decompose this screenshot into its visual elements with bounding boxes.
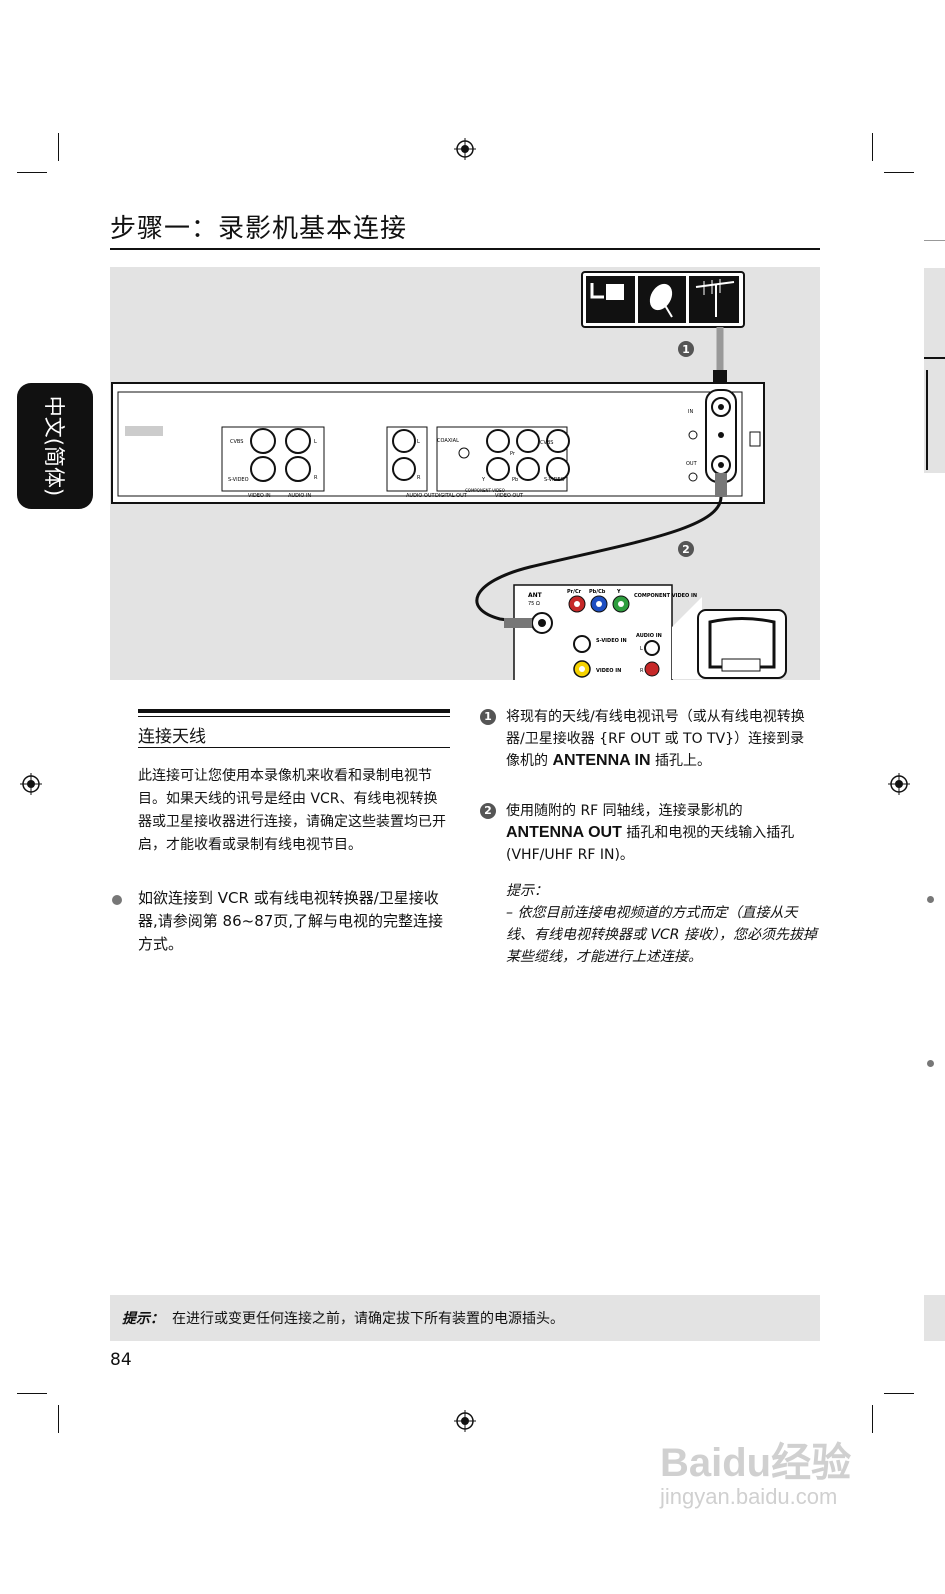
language-tab-label: 中文(简体) <box>42 395 66 497</box>
page-title: 步骤一：录影机基本连接 <box>110 214 408 244</box>
bullet-icon <box>112 895 122 905</box>
recorder-rear-panel: CVBS S-VIDEO L R VIDEO IN AUDIO IN L R A… <box>111 382 765 504</box>
svg-text:COMPONENT VIDEO: COMPONENT VIDEO <box>465 488 505 493</box>
bullet-text: 如欲连接到 VCR 或有线电视转换器/卫星接收器,请参阅第 86~87页,了解与… <box>138 889 444 953</box>
section-rule <box>138 747 450 748</box>
svg-text:S-VIDEO: S-VIDEO <box>544 477 565 483</box>
antenna-source-box <box>581 271 745 328</box>
svg-text:AUDIO IN: AUDIO IN <box>636 633 662 639</box>
svg-text:DIGITAL OUT: DIGITAL OUT <box>435 493 468 499</box>
crop-mark <box>872 133 873 161</box>
svg-text:ANT: ANT <box>528 592 543 599</box>
crop-mark <box>884 1393 914 1394</box>
svg-text:L: L <box>640 646 643 652</box>
antenna-out-label: ANTENNA OUT <box>506 824 622 841</box>
svg-text:S-VIDEO IN: S-VIDEO IN <box>596 638 627 644</box>
svg-text:VIDEO OUT: VIDEO OUT <box>495 493 524 499</box>
next-page-bullet <box>927 896 934 903</box>
next-page-edge <box>924 357 945 359</box>
step-number-icon: 2 <box>480 803 496 819</box>
antenna-in-label: ANTENNA IN <box>552 752 651 769</box>
svg-text:R: R <box>640 668 644 674</box>
svg-text:L: L <box>314 439 317 445</box>
crop-mark <box>58 133 59 161</box>
note-text: 在进行或变更任何连接之前，请确定拔下所有装置的电源插头。 <box>172 1311 564 1327</box>
next-page-edge <box>926 370 928 470</box>
section-intro: 此连接可让您使用本录像机来收看和录制电视节目。如果天线的讯号是经由 VCR、有线… <box>138 768 446 853</box>
language-tab: 中文(简体) <box>17 383 93 509</box>
svg-text:Pr: Pr <box>510 451 516 457</box>
svg-text:75 Ω: 75 Ω <box>528 601 540 607</box>
step-number-icon: 1 <box>480 709 496 725</box>
tip-heading: 提示： <box>506 883 548 899</box>
crop-mark <box>872 1405 873 1433</box>
crop-mark <box>884 172 914 173</box>
registration-mark-icon <box>20 773 42 795</box>
section-rule <box>138 716 450 717</box>
registration-mark-icon <box>454 138 476 160</box>
next-page-edge <box>924 268 945 473</box>
crop-mark <box>58 1405 59 1433</box>
svg-text:CVBS: CVBS <box>230 439 243 445</box>
svg-text:AUDIO OUT: AUDIO OUT <box>406 493 436 499</box>
svg-text:Pb/Cb: Pb/Cb <box>589 589 606 595</box>
section-rule <box>138 709 450 713</box>
watermark-url: jingyan.baidu.com <box>660 1484 838 1509</box>
tv-set-icon <box>672 597 787 679</box>
watermark: Baidu经验 jingyan.baidu.com <box>660 1430 851 1510</box>
tv-input-panel: ANT 75 Ω Pr/Cr Pb/Cb Y COMPONENT VIDEO I… <box>504 584 697 680</box>
title-rule <box>110 248 820 250</box>
svg-text:Pb: Pb <box>512 477 518 483</box>
watermark-brand: Baidu经验 <box>660 1441 852 1485</box>
step-2-marker: 2 <box>682 543 690 556</box>
svg-text:R: R <box>314 475 318 481</box>
page-number: 84 <box>110 1350 132 1370</box>
tip-body: – 依您目前连接电视频道的方式而定（直接从天线、有线电视转换器或 VCR 接收）… <box>506 905 817 965</box>
svg-text:COMPONENT VIDEO IN: COMPONENT VIDEO IN <box>634 593 697 599</box>
svg-text:CVBS: CVBS <box>540 440 553 446</box>
svg-text:OUT: OUT <box>686 461 698 467</box>
next-page-edge <box>924 240 945 241</box>
svg-text:Pr/Cr: Pr/Cr <box>567 589 582 595</box>
note-box: 提示： 在进行或变更任何连接之前，请确定拔下所有装置的电源插头。 <box>110 1295 820 1341</box>
svg-text:COAXIAL: COAXIAL <box>437 438 459 444</box>
registration-mark-icon <box>888 773 910 795</box>
svg-text:S-VIDEO: S-VIDEO <box>228 477 249 483</box>
step-1-marker: 1 <box>682 343 690 356</box>
note-label: 提示： <box>122 1311 164 1327</box>
crop-mark <box>17 172 47 173</box>
step-2-text: 使用随附的 RF 同轴线，连接录影机的 ANTENNA OUT 插孔和电视的天线… <box>506 803 795 863</box>
step-1-text: 将现有的天线/有线电视讯号（或从有线电视转换器/卫星接收器 {RF OUT 或 … <box>506 709 805 769</box>
svg-text:VIDEO IN: VIDEO IN <box>248 493 271 499</box>
svg-text:R: R <box>417 475 421 481</box>
svg-text:AUDIO IN: AUDIO IN <box>288 493 311 499</box>
svg-text:Y: Y <box>616 589 621 595</box>
connection-diagram: 1 CVBS S-VIDEO L R VIDEO IN AUDIO IN L R… <box>110 267 820 680</box>
section-title: 连接天线 <box>138 727 206 747</box>
crop-mark <box>17 1393 47 1394</box>
svg-text:VIDEO IN: VIDEO IN <box>596 668 621 674</box>
svg-text:IN: IN <box>688 409 693 415</box>
svg-text:L: L <box>417 439 420 445</box>
next-page-bullet <box>927 1060 934 1067</box>
svg-text:Y: Y <box>481 477 486 483</box>
registration-mark-icon <box>454 1410 476 1432</box>
next-page-edge <box>924 1295 945 1341</box>
